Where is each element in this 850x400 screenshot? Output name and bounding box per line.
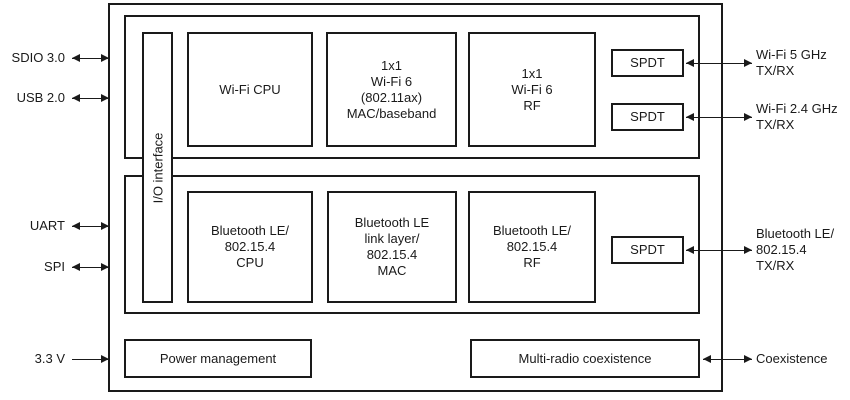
io-interface-label: I/O interface: [150, 132, 165, 203]
arrow-coexistence-out: [744, 354, 752, 363]
arrow-wifi-24ghz-out: [744, 112, 752, 121]
arrow-sdio-out: [72, 53, 80, 62]
port-label-sdio: SDIO 3.0: [11, 50, 65, 65]
wire-bt-antenna: [686, 250, 752, 251]
wifi-mac-baseband-label: 1x1 Wi-Fi 6 (802.11ax) MAC/baseband: [346, 57, 437, 121]
arrow-spi-in: [101, 262, 109, 271]
spdt-bt-block: SPDT: [611, 236, 684, 264]
port-label-coexistence: Coexistence: [756, 351, 828, 366]
arrow-wifi-5ghz-in: [686, 58, 694, 67]
bt-link-layer-mac-label: Bluetooth LE link layer/ 802.15.4 MAC: [354, 215, 430, 278]
arrow-spi-out: [72, 262, 80, 271]
wifi-rf-block: 1x1 Wi-Fi 6 RF: [468, 32, 596, 147]
arrow-coexistence-in: [703, 354, 711, 363]
port-label-bt-antenna: Bluetooth LE/ 802.15.4 TX/RX: [756, 226, 835, 273]
wifi-rf-label: 1x1 Wi-Fi 6 RF: [511, 65, 553, 113]
arrow-bt-out: [744, 245, 752, 254]
wifi-cpu-label: Wi-Fi CPU: [219, 81, 281, 97]
wire-usb: [72, 98, 109, 99]
bt-cpu-label: Bluetooth LE/ 802.15.4 CPU: [210, 223, 290, 270]
wifi-cpu-block: Wi-Fi CPU: [187, 32, 313, 147]
port-label-wifi-5ghz: Wi-Fi 5 GHz TX/RX: [756, 47, 827, 78]
arrow-power-in: [101, 354, 109, 363]
multi-radio-coexistence-label: Multi-radio coexistence: [518, 350, 652, 366]
port-label-usb: USB 2.0: [16, 90, 65, 105]
wifi-mac-baseband-block: 1x1 Wi-Fi 6 (802.11ax) MAC/baseband: [326, 32, 457, 147]
port-label-wifi-24ghz: Wi-Fi 2.4 GHz TX/RX: [756, 101, 838, 132]
spdt-wifi-24ghz-label: SPDT: [630, 109, 665, 124]
bt-cpu-block: Bluetooth LE/ 802.15.4 CPU: [187, 191, 313, 303]
arrow-wifi-5ghz-out: [744, 58, 752, 67]
arrow-sdio-in: [101, 53, 109, 62]
power-management-label: Power management: [159, 350, 277, 366]
io-interface-block: I/O interface: [142, 32, 173, 303]
bt-rf-label: Bluetooth LE/ 802.15.4 RF: [492, 223, 572, 270]
wire-sdio: [72, 58, 109, 59]
spdt-wifi-5ghz-label: SPDT: [630, 55, 665, 70]
arrow-uart-out: [72, 221, 80, 230]
spdt-bt-label: SPDT: [630, 242, 665, 257]
wire-power-in: [72, 359, 109, 360]
port-label-uart: UART: [29, 218, 65, 233]
arrow-uart-in: [101, 221, 109, 230]
wire-wifi-5ghz: [686, 63, 752, 64]
multi-radio-coexistence-block: Multi-radio coexistence: [470, 339, 700, 378]
spdt-wifi-24ghz-block: SPDT: [611, 103, 684, 131]
port-label-power-in: 3.3 V: [34, 351, 65, 366]
arrow-usb-in: [101, 93, 109, 102]
wire-coexistence: [703, 359, 752, 360]
bt-rf-block: Bluetooth LE/ 802.15.4 RF: [468, 191, 596, 303]
bt-link-layer-mac-block: Bluetooth LE link layer/ 802.15.4 MAC: [327, 191, 457, 303]
wire-wifi-24ghz: [686, 117, 752, 118]
arrow-usb-out: [72, 93, 80, 102]
spdt-wifi-5ghz-block: SPDT: [611, 49, 684, 77]
arrow-bt-in: [686, 245, 694, 254]
wire-uart: [72, 226, 109, 227]
port-label-spi: SPI: [44, 259, 65, 274]
arrow-wifi-24ghz-in: [686, 112, 694, 121]
wire-spi: [72, 267, 109, 268]
power-management-block: Power management: [124, 339, 312, 378]
